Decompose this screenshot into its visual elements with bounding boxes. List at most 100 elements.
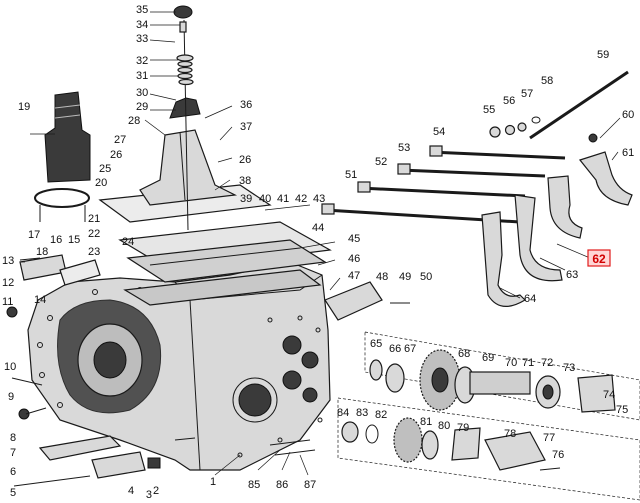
bolt-icon: [174, 281, 410, 456]
small-parts-left-icon: [6, 254, 161, 487]
part-label-68: 68: [458, 348, 470, 360]
highlight-box: [587, 249, 611, 267]
part-label-20: 20: [95, 177, 107, 189]
part-label-80: 80: [438, 420, 450, 432]
part-label-65: 65: [370, 338, 382, 350]
part-label-4: 4: [128, 485, 134, 497]
part-label-30: 30: [136, 87, 148, 99]
part-label-51: 51: [345, 169, 357, 181]
part-label-52: 52: [375, 156, 387, 168]
gear-lever-icon: [139, 5, 238, 231]
part-label-18: 18: [36, 246, 48, 258]
part-label-79: 79: [457, 422, 469, 434]
part-label-15: 15: [68, 234, 80, 246]
part-label-71: 71: [522, 357, 534, 369]
shift-fork-icon: [481, 133, 633, 307]
part-label-77: 77: [543, 432, 555, 444]
leader-lines: [20, 11, 621, 476]
part-label-5: 5: [10, 487, 16, 499]
rubber-boot-icon: [44, 91, 91, 183]
part-label-12: 12: [2, 277, 14, 289]
part-label-74: 74: [603, 389, 615, 401]
part-label-78: 78: [504, 428, 516, 440]
part-label-83: 83: [356, 407, 368, 419]
part-label-49: 49: [399, 271, 411, 283]
gearbox-housing-icon: [27, 261, 331, 471]
highlighted-callout-62[interactable]: 62: [587, 249, 611, 267]
part-label-44: 44: [312, 222, 324, 234]
part-label-14: 14: [34, 294, 46, 306]
part-label-53: 53: [398, 142, 410, 154]
part-label-61: 61: [622, 147, 634, 159]
part-label-43: 43: [313, 193, 325, 205]
part-label-8: 8: [10, 432, 16, 444]
part-label-36: 36: [240, 99, 252, 111]
part-label-46: 46: [348, 253, 360, 265]
highlight-label: 62: [592, 252, 606, 266]
part-label-45: 45: [348, 233, 360, 245]
snap-ring-icon: [34, 188, 90, 222]
part-label-60: 60: [622, 109, 634, 121]
gear-cluster-box: [337, 331, 640, 501]
part-label-66: 66: [389, 343, 401, 355]
part-label-38: 38: [239, 175, 251, 187]
part-label-29: 29: [136, 101, 148, 113]
part-label-2: 2: [153, 485, 159, 497]
part-label-85: 85: [248, 479, 260, 491]
part-label-86: 86: [276, 479, 288, 491]
part-label-1: 1: [210, 476, 216, 488]
part-label-81: 81: [420, 416, 432, 428]
part-label-50: 50: [420, 271, 432, 283]
part-label-56: 56: [503, 95, 515, 107]
part-label-84: 84: [337, 407, 349, 419]
part-label-76: 76: [552, 449, 564, 461]
part-label-16: 16: [50, 234, 62, 246]
part-label-27: 27: [114, 134, 126, 146]
part-label-25: 25: [99, 163, 111, 175]
part-label-26-b: 26: [239, 154, 251, 166]
part-label-13: 13: [2, 255, 14, 267]
shift-rod-icon: [321, 70, 629, 224]
part-label-6: 6: [10, 466, 16, 478]
part-label-58: 58: [541, 75, 553, 87]
part-label-63: 63: [566, 269, 578, 281]
part-label-48: 48: [376, 271, 388, 283]
part-label-9: 9: [8, 391, 14, 403]
part-label-55: 55: [483, 104, 495, 116]
part-label-37: 37: [240, 121, 252, 133]
part-label-24: 24: [122, 236, 134, 248]
part-label-26: 26: [110, 149, 122, 161]
part-label-21: 21: [88, 213, 100, 225]
part-label-28: 28: [128, 115, 140, 127]
part-label-19: 19: [18, 101, 30, 113]
part-label-82: 82: [375, 409, 387, 421]
part-label-54: 54: [433, 126, 445, 138]
part-label-57: 57: [521, 88, 533, 100]
part-label-32: 32: [136, 55, 148, 67]
part-label-59: 59: [597, 49, 609, 61]
part-label-70: 70: [505, 357, 517, 369]
part-label-3: 3: [146, 489, 152, 501]
part-label-64: 64: [524, 293, 536, 305]
part-label-22: 22: [88, 228, 100, 240]
part-label-41: 41: [277, 193, 289, 205]
part-label-7: 7: [10, 447, 16, 459]
part-label-17: 17: [28, 229, 40, 241]
part-label-87: 87: [304, 479, 316, 491]
part-label-67: 67: [404, 343, 416, 355]
part-label-23: 23: [88, 246, 100, 258]
part-label-73: 73: [563, 362, 575, 374]
part-label-33: 33: [136, 33, 148, 45]
gear-icon: [341, 349, 616, 471]
part-label-34: 34: [136, 19, 148, 31]
part-label-35: 35: [136, 4, 148, 16]
part-label-72: 72: [541, 357, 553, 369]
part-label-47: 47: [348, 270, 360, 282]
part-label-69: 69: [482, 352, 494, 364]
part-label-10: 10: [4, 361, 16, 373]
part-labels: 1 2 3 4 5 6 7 8 9 10 11 12 13 14 15 16 1…: [2, 4, 634, 501]
part-label-42: 42: [295, 193, 307, 205]
part-label-40: 40: [259, 193, 271, 205]
part-label-11: 11: [2, 296, 13, 308]
